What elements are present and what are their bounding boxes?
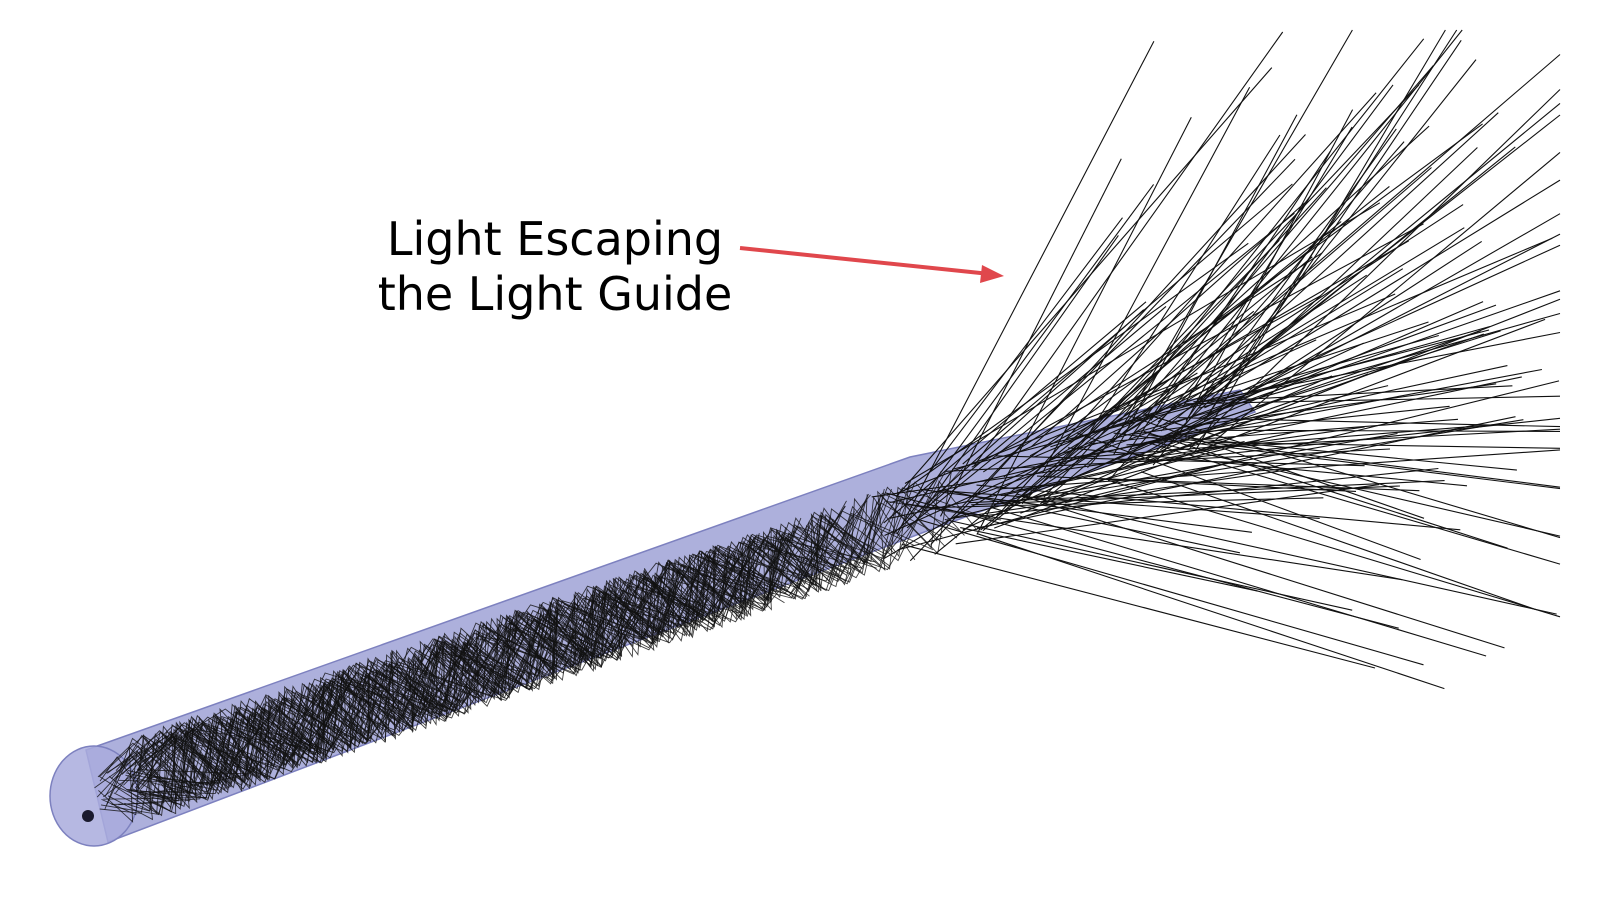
light-source [82,810,94,822]
escaping-rays [872,30,1560,689]
escaping-ray [1044,188,1327,498]
escaping-ray [1125,205,1463,425]
escaping-ray [920,520,1423,665]
escaping-ray [1130,55,1561,425]
annotation-line-1: Light Escaping [387,212,723,266]
annotation: Light Escaping the Light Guide [378,212,733,321]
arrow-head [980,265,1004,283]
escaping-ray [1108,480,1560,617]
escaping-ray [885,340,1317,536]
arrow-shaft [740,248,990,274]
escaping-ray [1199,234,1560,418]
escaping-ray [960,528,1257,592]
escaping-ray [1219,430,1560,431]
escaping-ray [1154,442,1560,536]
escaping-ray [1163,180,1560,425]
escaping-ray [1023,496,1505,648]
escaping-ray [1210,30,1457,412]
annotation-arrow [740,248,1004,283]
escaping-ray [905,504,1402,580]
annotation-line-2: the Light Guide [378,267,733,321]
internal-ray-paths [95,467,1002,822]
